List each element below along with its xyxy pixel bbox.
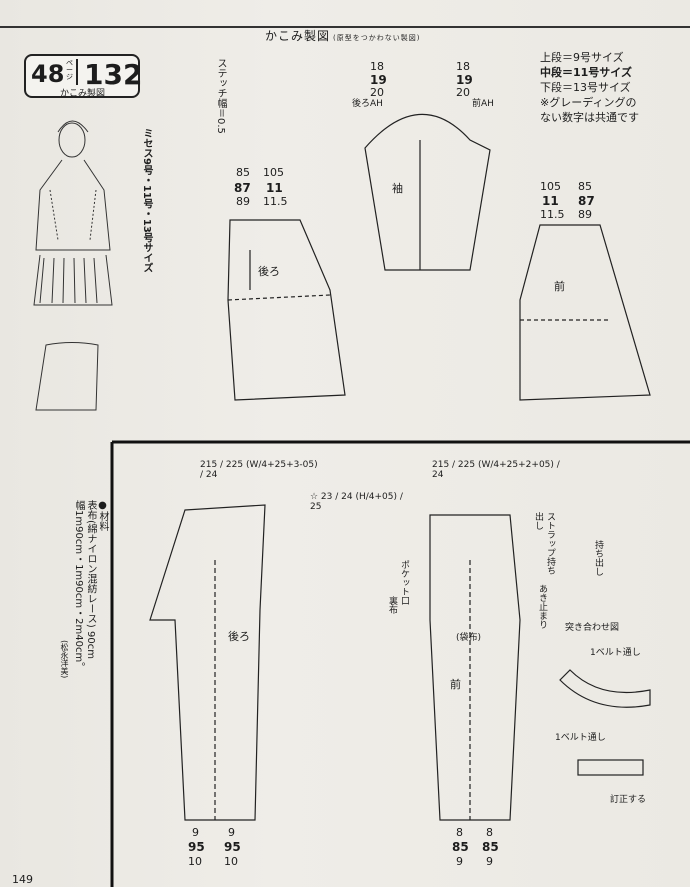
- materials-line1: 表布(綿ナイロン混紡レース) 90cm: [85, 500, 96, 659]
- badge-caption: かこみ製図: [60, 89, 106, 99]
- mochidashi-label: 持ち出し: [593, 540, 603, 576]
- measure-label: 10: [188, 855, 202, 868]
- measure-label: 20: [370, 86, 384, 99]
- measure-label: 18: [456, 60, 470, 73]
- pants-front-formula: 215 / 225 (W/4+25+2+05) / 24: [432, 460, 560, 480]
- measure-label: 95: [224, 840, 241, 854]
- jacket-back-piece: [227, 219, 346, 401]
- measure-label: 19: [456, 73, 473, 87]
- measure-label: 11.5: [263, 195, 288, 208]
- belt-loop-label: 1ベルト通し: [590, 648, 641, 658]
- header-title: かこみ製図(原型をつかわない製図): [265, 29, 421, 43]
- pattern-badge: 48 ページ 132 かこみ製図: [24, 54, 143, 99]
- stitch-note: ステッチ幅＝0.5: [215, 58, 226, 134]
- size-legend-line: ない数字は共通です: [540, 111, 639, 124]
- assembly-diagram: [559, 669, 651, 776]
- size-legend-line: 下段＝13号サイズ: [540, 81, 631, 94]
- measure-label: 9: [192, 826, 199, 839]
- pocket-label: ポケット口: [399, 560, 409, 605]
- front-armhole-label: 前AH: [472, 99, 494, 109]
- back-armhole-label: 後ろAH: [352, 99, 383, 109]
- measure-label: 85: [482, 840, 499, 854]
- measure-label: 9: [228, 826, 235, 839]
- bag-label: (袋布): [456, 633, 482, 643]
- jacket-front-piece: [519, 224, 651, 401]
- sew-note: 訂正する: [610, 795, 647, 805]
- badge-divider: [76, 59, 78, 85]
- measure-label: 95: [188, 840, 205, 854]
- jacket-back-label: 後ろ: [258, 265, 280, 278]
- size-legend-line: 中段＝11号サイズ: [540, 66, 632, 79]
- measure-label: 89: [578, 208, 592, 221]
- pants-back-piece: [149, 504, 266, 821]
- badge-page-label: ページ: [66, 59, 73, 81]
- measure-label: 87: [234, 181, 251, 195]
- measure-label: 89: [236, 195, 250, 208]
- measure-label: 85: [578, 180, 592, 193]
- measure-label: 19: [370, 73, 387, 87]
- pants-front-piece: [429, 514, 521, 821]
- measure-label: 20: [456, 86, 470, 99]
- measure-label: 85: [236, 166, 250, 179]
- pants-back-label: 後ろ: [228, 630, 250, 643]
- size-legend: 上段＝9号サイズ 中段＝11号サイズ 下段＝13号サイズ ※グレーディングの な…: [540, 50, 639, 125]
- materials-title: ●材料: [97, 500, 108, 531]
- badge-page-number: 48: [31, 60, 65, 88]
- measure-label: 8: [486, 826, 493, 839]
- measure-label: 11.5: [540, 208, 565, 221]
- materials-line2: 幅1m90cm・1m90cm・2m40cm。: [73, 500, 84, 673]
- strap-label: ストラップ持ち出し: [533, 512, 555, 575]
- measure-label: 11: [542, 194, 559, 208]
- measure-label: 8: [456, 826, 463, 839]
- model-illustration: [33, 120, 113, 411]
- measure-label: 18: [370, 60, 384, 73]
- measure-label: 9: [486, 855, 493, 868]
- pants-back-formula: 215 / 225 (W/4+25+3-05) / 24: [200, 460, 318, 480]
- page-number: 149: [12, 873, 33, 886]
- jacket-front-label: 前: [554, 280, 565, 293]
- pants-hip-formula: ☆ 23 / 24 (H/4+05) / 25: [310, 492, 403, 512]
- lining-label: 裏布: [387, 596, 397, 614]
- assembly-title: 突き合わせ図: [565, 623, 620, 633]
- measure-label: 87: [578, 194, 595, 208]
- pants-front-label: 前: [450, 678, 461, 691]
- measure-label: 9: [456, 855, 463, 868]
- jacket-sleeve-piece: [364, 113, 491, 271]
- badge-pattern-number: 132: [84, 58, 143, 91]
- header-rule: [0, 26, 690, 28]
- measure-label: 105: [540, 180, 561, 193]
- size-legend-line: 上段＝9号サイズ: [540, 51, 624, 64]
- pants-frame: [110, 440, 690, 887]
- measure-label: 85: [452, 840, 469, 854]
- measure-label: 10: [224, 855, 238, 868]
- zip-end-label: あき止まり: [537, 584, 547, 629]
- measure-label: 105: [263, 166, 284, 179]
- size-side-note: ミセス9号・11号・13号サイズ: [141, 128, 152, 273]
- materials-credit: (松永洋美): [60, 640, 69, 679]
- size-legend-line: ※グレーディングの: [540, 96, 637, 109]
- measure-label: 11: [266, 181, 283, 195]
- jacket-sleeve-label: 袖: [392, 182, 403, 195]
- belt-loop-label: 1ベルト通し: [555, 733, 606, 743]
